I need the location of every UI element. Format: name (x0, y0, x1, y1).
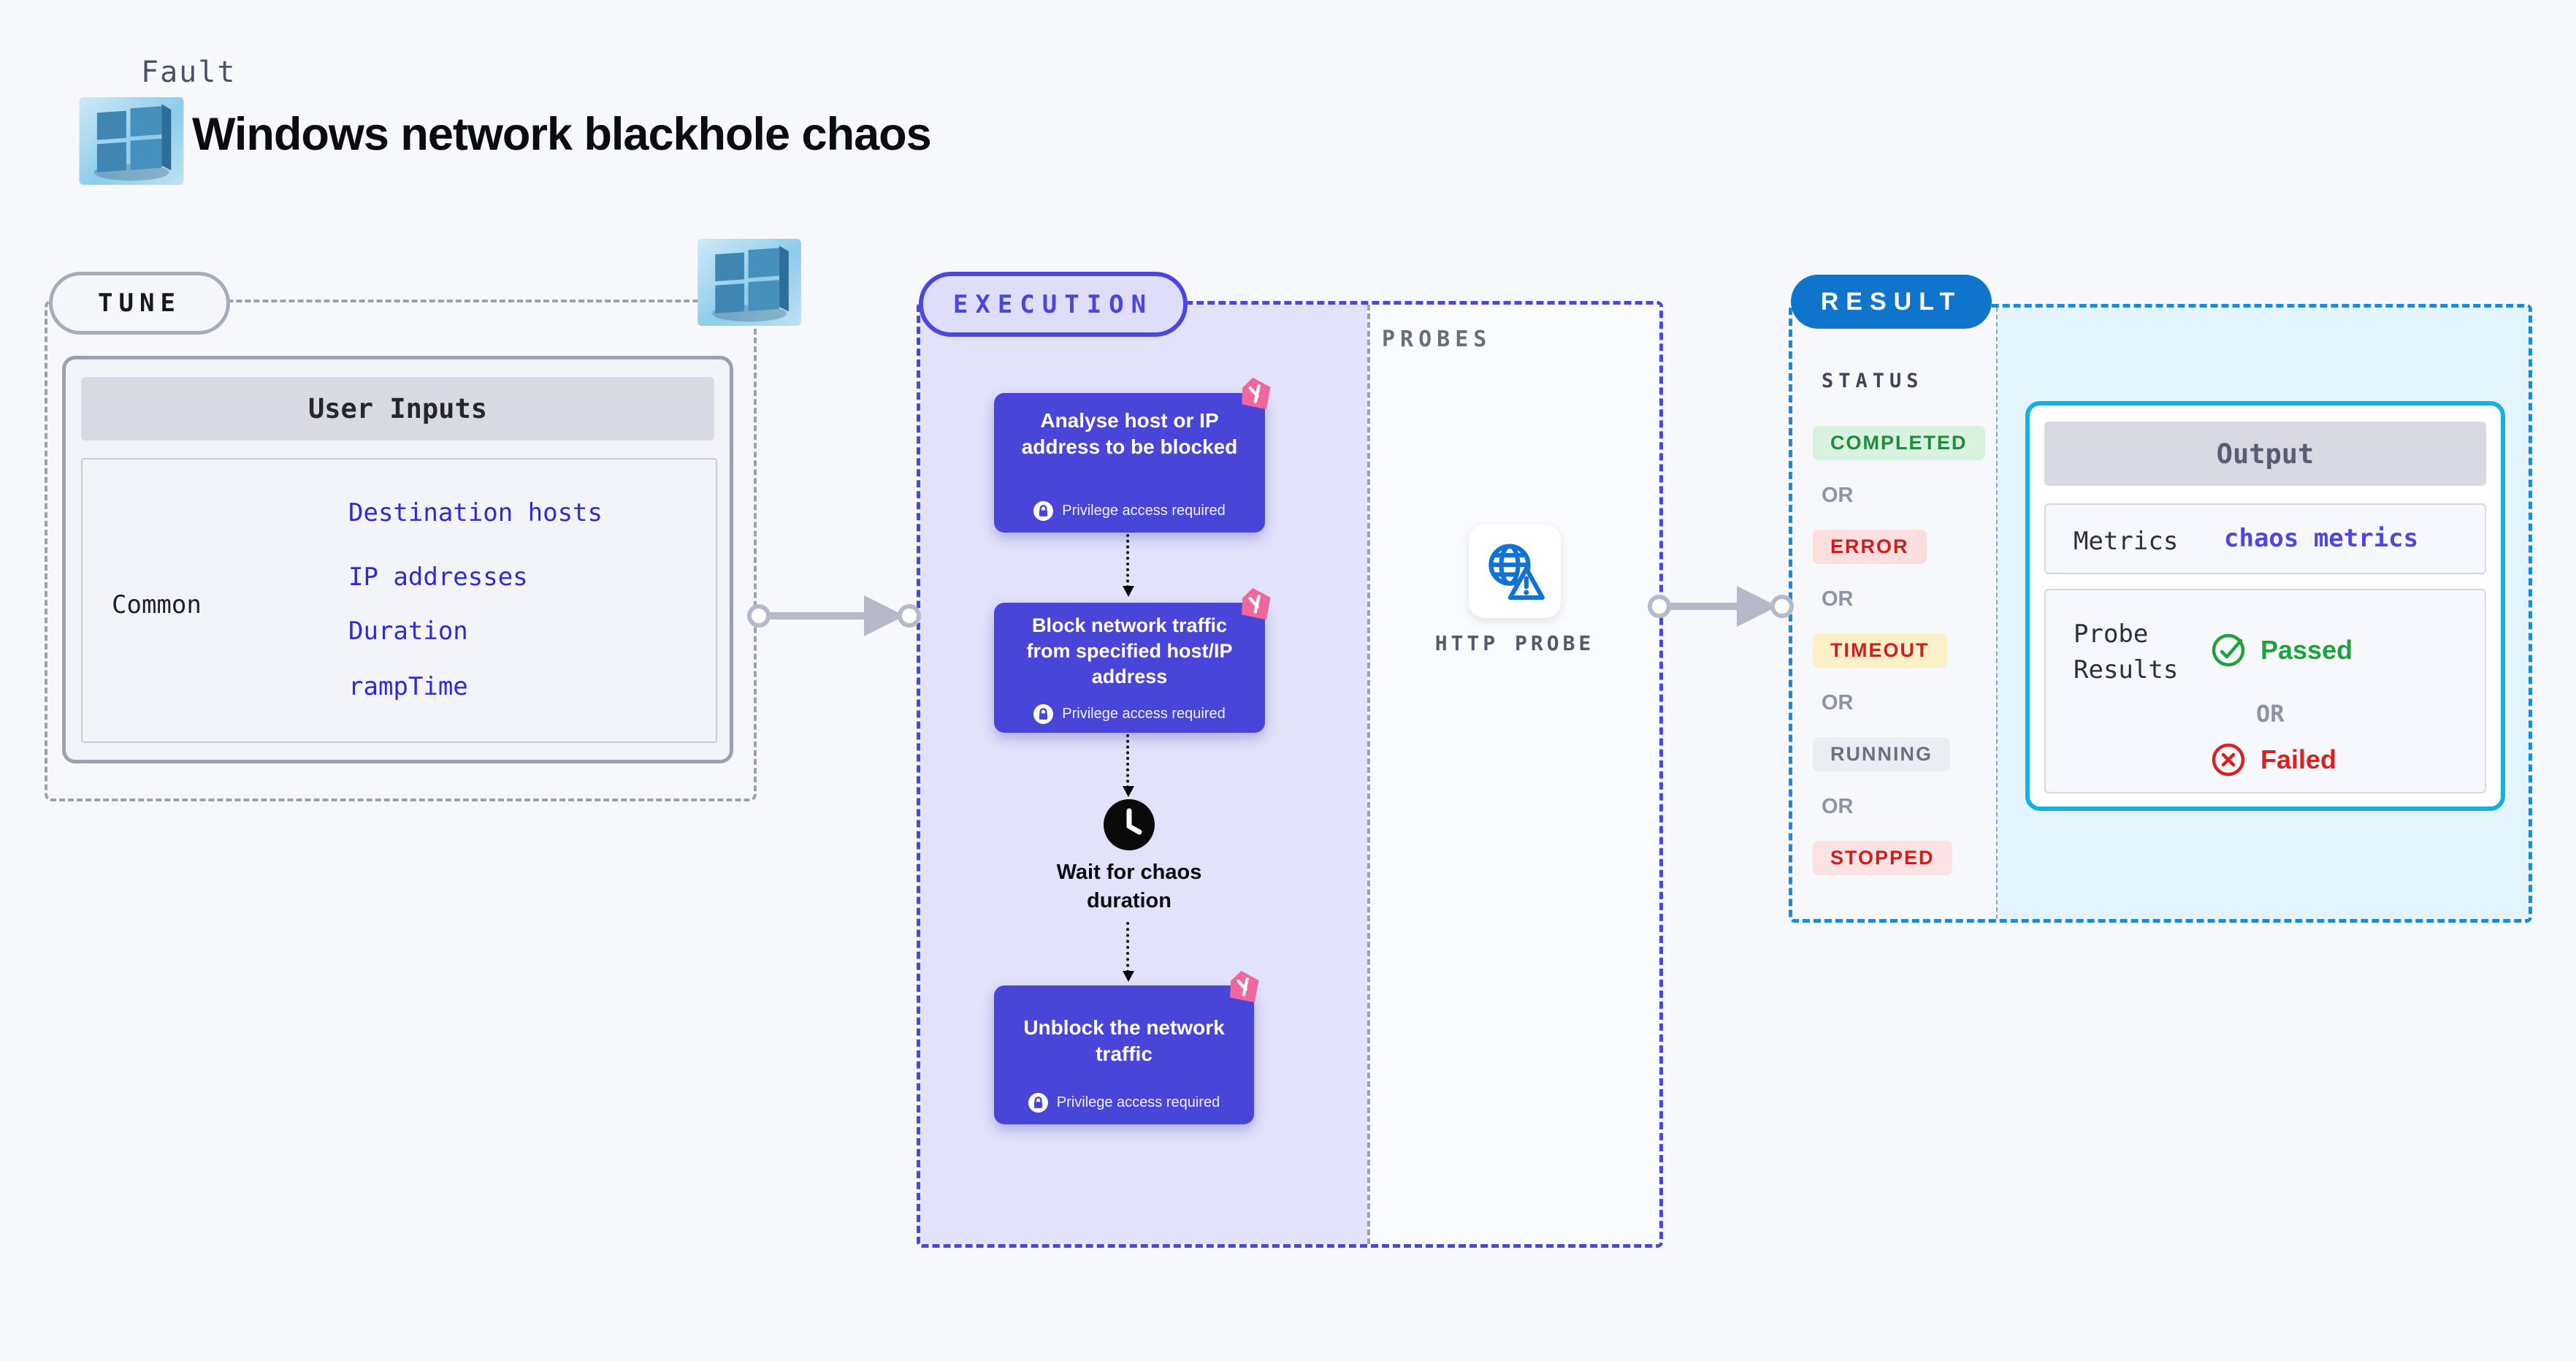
probe-results-row: Probe Results Passed OR Failed (2044, 589, 2486, 793)
metrics-row: Metrics chaos metrics (2044, 503, 2486, 574)
flow-arrow-down (1123, 922, 1134, 982)
step-title: Block network traffic from specified hos… (1026, 614, 1233, 688)
or-separator: OR (1822, 484, 1854, 507)
status-badge-timeout: TIMEOUT (1813, 633, 1947, 668)
windows-logo-icon-small (697, 239, 801, 326)
litmus-ribbon-icon (1234, 374, 1275, 416)
input-link-ramptime[interactable]: rampTime (348, 672, 468, 701)
privilege-note: Privilege access required (1056, 1094, 1220, 1110)
or-separator: OR (1822, 795, 1854, 818)
fault-eyebrow: Fault (141, 56, 237, 89)
check-circle-icon (2212, 633, 2245, 667)
probe-results-label: Probe Results (2074, 619, 2179, 685)
http-probe-label: HTTP PROBE (1434, 631, 1595, 655)
user-inputs-title: User Inputs (81, 377, 714, 441)
execution-pill: EXECUTION (919, 272, 1188, 337)
windows-logo-icon (79, 97, 184, 185)
litmus-ribbon-icon (1234, 584, 1275, 626)
litmus-ribbon-icon (1222, 967, 1264, 1009)
probes-panel (1367, 305, 1659, 1244)
user-inputs-card: User Inputs Common Destination hosts IP … (62, 356, 733, 763)
passed-label: Passed (2260, 635, 2353, 665)
privilege-note: Privilege access required (1062, 503, 1226, 519)
probe-result-passed: Passed (2211, 633, 2353, 668)
lock-icon (1028, 1093, 1048, 1113)
probes-label: PROBES (1382, 327, 1492, 352)
input-link-destination-hosts[interactable]: Destination hosts (348, 498, 603, 527)
row-label-common: Common (112, 590, 202, 619)
tune-pill: TUNE (49, 272, 230, 335)
status-stack: COMPLETED OR ERROR OR TIMEOUT OR RUNNING… (1813, 426, 1985, 899)
metrics-label: Metrics (2074, 527, 2179, 556)
metrics-value-link[interactable]: chaos metrics (2224, 524, 2419, 553)
x-circle-icon (2212, 743, 2245, 777)
arrow-tune-to-execution (747, 592, 921, 640)
lock-icon (1033, 704, 1054, 724)
input-link-duration[interactable]: Duration (348, 617, 468, 646)
status-badge-stopped: STOPPED (1813, 841, 1952, 875)
or-separator: OR (1822, 691, 1854, 714)
tune-section (45, 300, 757, 801)
user-inputs-table: Common Destination hosts IP addresses Du… (81, 458, 717, 743)
http-probe-card (1469, 525, 1561, 618)
input-link-ip-addresses[interactable]: IP addresses (348, 563, 528, 592)
step-title: Unblock the network traffic (1023, 1016, 1225, 1066)
page-title: Windows network blackhole chaos (192, 109, 932, 160)
probe-result-failed: Failed (2211, 742, 2336, 777)
output-card: Output Metrics chaos metrics Probe Resul… (2025, 401, 2505, 811)
or-separator: OR (1822, 587, 1854, 611)
http-probe-globe-icon (1488, 544, 1545, 601)
status-badge-completed: COMPLETED (1813, 426, 1985, 460)
lock-icon (1033, 501, 1054, 521)
result-status-area (1792, 308, 1996, 919)
privilege-note: Privilege access required (1062, 706, 1226, 722)
flow-arrow-down (1123, 534, 1134, 597)
step-unblock-traffic: Unblock the network traffic Privilege ac… (994, 986, 1254, 1124)
failed-label: Failed (2260, 744, 2337, 774)
status-badge-running: RUNNING (1813, 737, 1950, 771)
wait-step-label: Wait for chaos duration (1056, 861, 1202, 913)
status-badge-error: ERROR (1813, 530, 1927, 564)
step-analyse-host: Analyse host or IP address to be blocked… (994, 393, 1265, 533)
step-title: Analyse host or IP address to be blocked (1021, 409, 1238, 459)
or-separator: OR (2256, 700, 2285, 728)
result-pill: RESULT (1791, 275, 1992, 329)
arrow-probes-to-result (1648, 582, 1794, 630)
output-title: Output (2044, 422, 2486, 486)
flow-arrow-down (1123, 734, 1134, 797)
status-title: STATUS (1822, 370, 1924, 392)
step-block-traffic: Block network traffic from specified hos… (994, 603, 1265, 733)
clock-icon (1104, 799, 1155, 850)
